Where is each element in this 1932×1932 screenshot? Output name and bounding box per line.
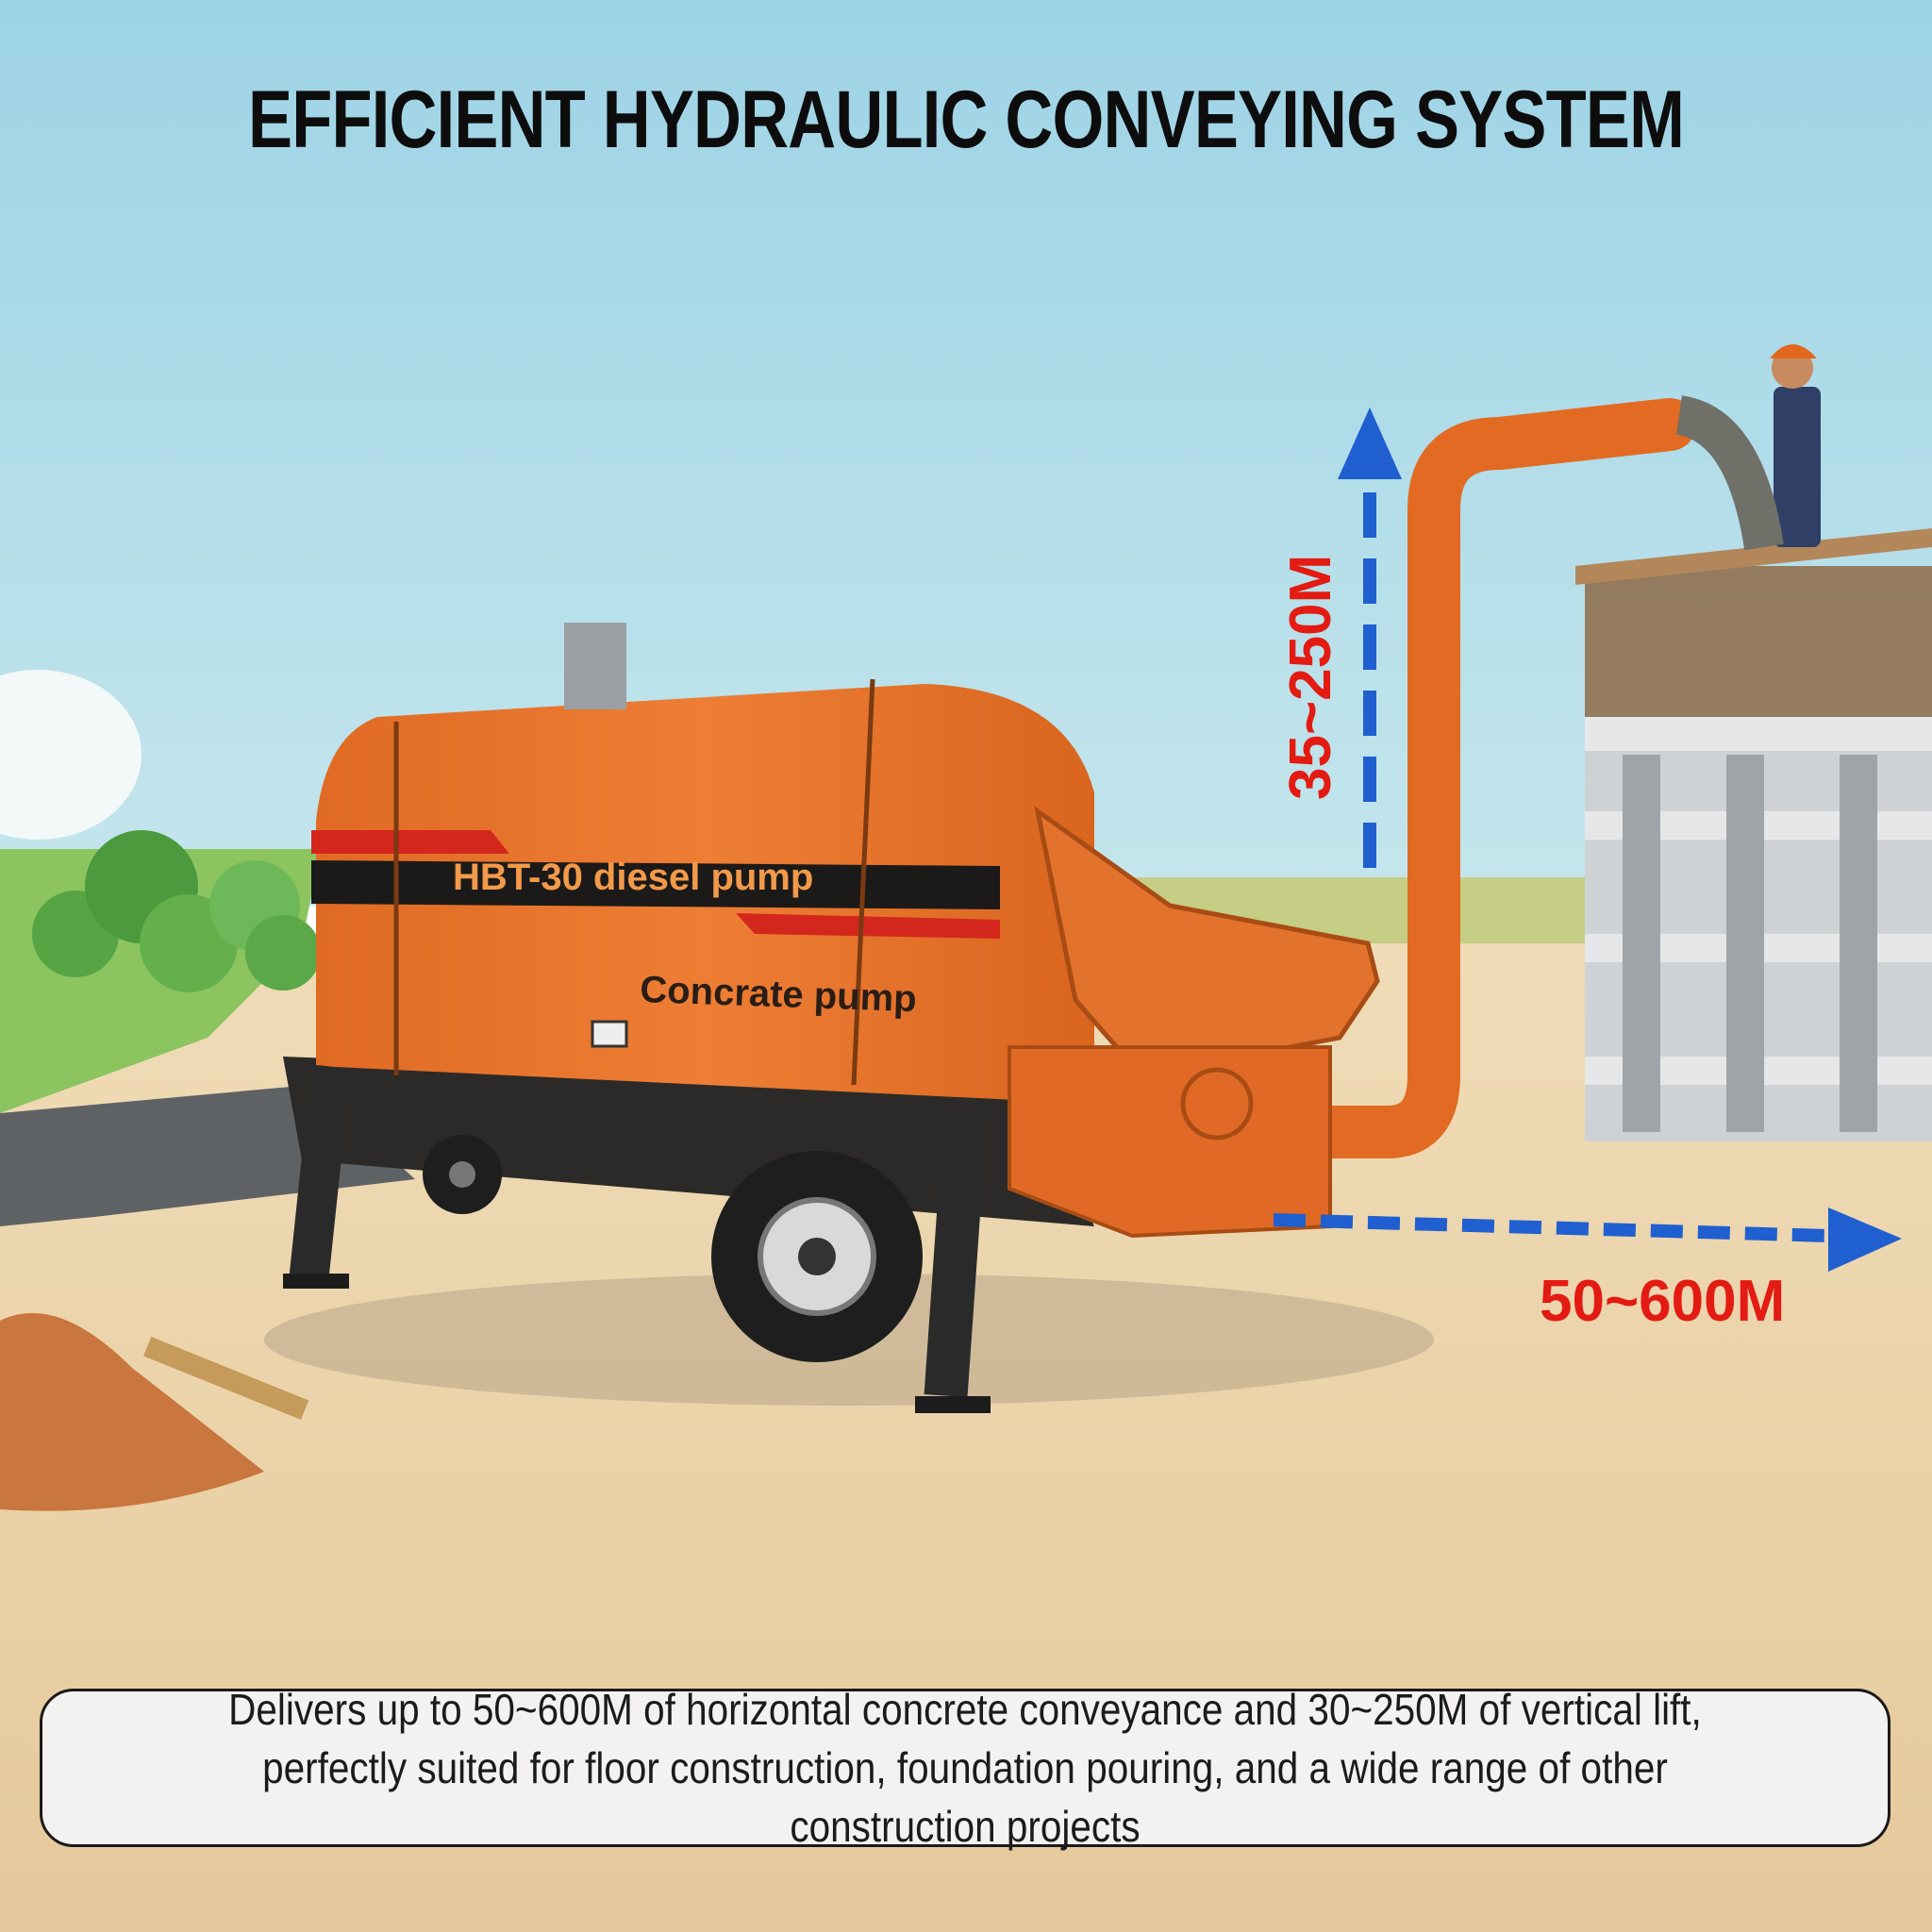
exhaust-stack [564, 623, 626, 709]
horizontal-range-arrow [1273, 1208, 1902, 1272]
pump-model-label: HBT-30 diesel pump [453, 857, 813, 898]
cloud [0, 670, 142, 840]
trees [32, 830, 321, 992]
caption-text: Delivers up to 50~600M of horizontal con… [228, 1685, 1702, 1851]
caption-box: Delivers up to 50~600M of horizontal con… [40, 1685, 1890, 1851]
building-under-construction [1575, 528, 1932, 1141]
rear-leg [924, 1111, 988, 1398]
nameplate [591, 1020, 628, 1048]
worker [1770, 344, 1821, 547]
dirt-pile [0, 1312, 264, 1511]
jockey-wheel-hub [449, 1161, 475, 1188]
hopper [1034, 806, 1380, 1078]
vertical-range-label: 35~250M [1278, 555, 1343, 800]
red-stripe-lower [736, 913, 1000, 939]
page-title: EFFICIENT HYDRAULIC CONVEYING SYSTEM [247, 75, 1685, 165]
pump-type-label: Concrate pump [640, 969, 918, 1020]
pump-chamber [1008, 1045, 1332, 1239]
horizontal-range-label: 50~600M [1540, 1269, 1785, 1334]
concrete-pipe [1304, 398, 1696, 1158]
panel-line-2 [851, 678, 875, 1086]
wooden-plank [143, 1337, 309, 1420]
red-stripe [311, 830, 509, 854]
leg-foot-2 [915, 1396, 991, 1413]
wheel-hub [798, 1238, 836, 1275]
hose [1674, 395, 1784, 551]
vertical-range-arrow [1338, 408, 1402, 868]
leg-foot [283, 1274, 349, 1289]
chamber-flange [1180, 1067, 1254, 1141]
concrete-pump: HBT-30 diesel pump Concrate pump [283, 623, 1380, 1413]
front-leg [289, 1064, 351, 1285]
black-stripe [311, 860, 1000, 909]
